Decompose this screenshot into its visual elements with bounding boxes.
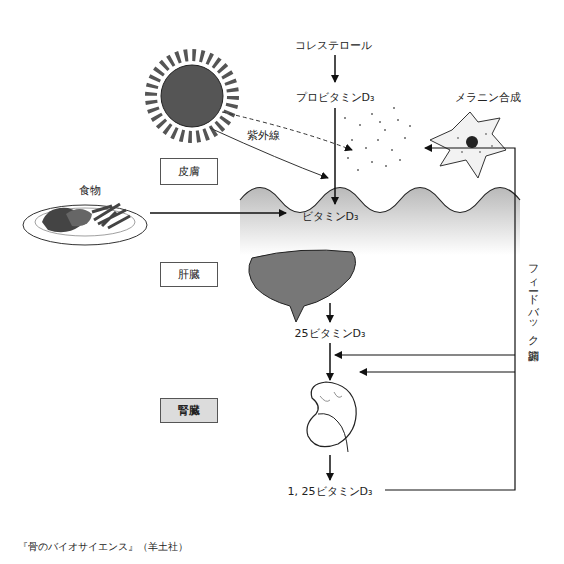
compound-label: 25ビタミンD₃ (295, 326, 366, 341)
uv-ray (222, 112, 352, 150)
melanin-dots (344, 107, 411, 171)
melanocyte (430, 112, 506, 178)
compound-label: ビタミンD₃ (302, 209, 359, 224)
food-plate (23, 204, 147, 245)
sun (151, 55, 233, 137)
skin-layer (240, 188, 520, 256)
skin-box: 皮膚 (160, 158, 218, 185)
compound-label: コレステロール (295, 38, 372, 53)
feedback-lines (335, 148, 515, 490)
compound-label: メラニン合成 (455, 90, 521, 105)
caption: 『骨のバイオサイエンス』（羊土社） (18, 540, 188, 554)
uv-ray (210, 128, 328, 178)
liver-box: 肝臓 (160, 262, 218, 287)
compound-label: 食物 (79, 183, 101, 198)
flow-arrows (150, 55, 335, 480)
box-label: 肝臓 (178, 267, 200, 282)
skin-surface (240, 188, 520, 213)
compound-label: プロビタミンD₃ (296, 90, 375, 105)
vertical-label: フィードバック調節 (525, 257, 540, 343)
compound-label: 1, 25ビタミンD₃ (288, 484, 373, 499)
box-label: 皮膚 (178, 164, 200, 179)
kidney-box: 腎臓 (160, 398, 218, 423)
box-label: 腎臓 (178, 403, 200, 418)
liver (249, 250, 356, 322)
kidney (307, 382, 356, 452)
compound-label: 紫外線 (247, 128, 280, 143)
